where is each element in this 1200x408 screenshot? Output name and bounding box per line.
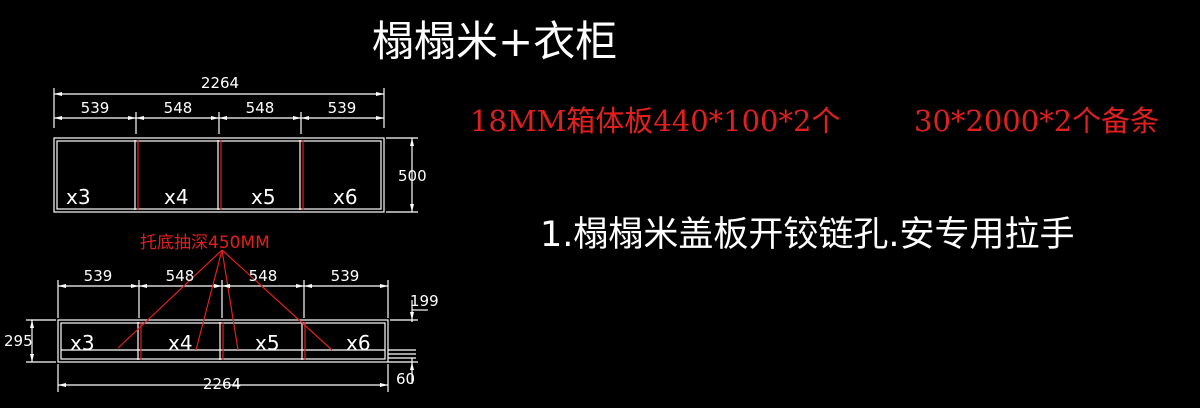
top-view-dividers: [134, 140, 304, 210]
front-view-dividers: [137, 322, 306, 360]
top-view-inner-outline: [56, 140, 382, 210]
front-view-outline: [57, 319, 389, 363]
front-cell-label: x3: [70, 331, 95, 355]
drawing-title: 榻榻米+衣柜: [372, 17, 618, 66]
top-cell-label: x3: [66, 185, 91, 209]
front-cell-label: x4: [168, 331, 193, 355]
top-segment-label: 539: [328, 99, 357, 117]
top-total-width-label: 2264: [201, 74, 239, 92]
top-view-arrows: [54, 92, 414, 212]
front-cell-label: x6: [346, 331, 371, 355]
front-segment-label: 548: [166, 267, 195, 285]
front-total-width-label: 2264: [203, 375, 241, 393]
top-cell-label: x6: [333, 185, 358, 209]
front-view-arrows: [30, 284, 414, 387]
front-view-labels: 托底抽深450MM 539 548 548 539 295 199 60 226…: [4, 233, 439, 393]
front-segment-label: 548: [249, 267, 278, 285]
top-cell-label: x5: [251, 185, 276, 209]
top-view: [53, 88, 418, 213]
top-segment-label: 548: [164, 99, 193, 117]
front-top-gap-label: 199: [410, 292, 439, 310]
top-cell-label: x4: [164, 185, 189, 209]
front-left-height-label: 295: [4, 332, 33, 350]
front-segment-label: 539: [84, 267, 113, 285]
front-cell-label: x5: [255, 331, 280, 355]
front-segment-label: 539: [331, 267, 360, 285]
instruction-note: 1.榻榻米盖板开铰链孔.安专用拉手: [540, 215, 1075, 255]
top-segment-label: 539: [81, 99, 110, 117]
top-view-outline: [53, 137, 385, 213]
top-height-label: 500: [398, 167, 427, 185]
drawer-depth-label: 托底抽深450MM: [140, 233, 270, 253]
board-spec-note: 18MM箱体板440*100*2个: [470, 104, 841, 138]
front-bottom-gap-label: 60: [396, 370, 415, 388]
top-view-labels: 2264 539 548 548 539 500 x3 x4 x5 x6: [66, 74, 427, 209]
strip-spec-note: 30*2000*2个备条: [914, 104, 1160, 138]
drawer-leader-lines: [117, 249, 333, 351]
top-segment-label: 548: [246, 99, 275, 117]
